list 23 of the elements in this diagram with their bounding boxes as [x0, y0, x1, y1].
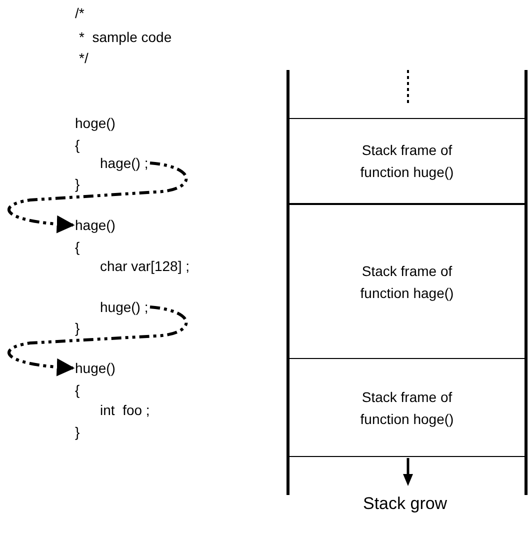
code-line: {: [75, 382, 80, 398]
code-line: hoge(): [75, 115, 116, 131]
call-arrow: [8, 306, 188, 376]
code-line: char var[128] ;: [100, 258, 190, 274]
code-line: int foo ;: [100, 402, 150, 418]
code-line: hage() ;: [100, 155, 148, 171]
code-line: }: [75, 424, 80, 440]
code-line: hage(): [75, 217, 116, 233]
code-line: */: [79, 50, 88, 66]
code-line: * sample code: [79, 29, 172, 45]
axis-caption: Stack grow: [363, 494, 448, 514]
frame-label: Stack frame of function hage(): [359, 262, 455, 303]
code-line: /*: [75, 5, 84, 21]
code-line: }: [75, 176, 80, 192]
code-line: huge() ;: [100, 299, 148, 315]
stack-frame: [288, 118, 526, 204]
frame-label: Stack frame of function hoge(): [359, 388, 455, 429]
code-line: }: [75, 320, 80, 336]
code-line: {: [75, 239, 80, 255]
code-line: huge(): [75, 360, 116, 376]
call-arrow: [8, 162, 188, 233]
frame-label: Stack frame of function huge(): [359, 141, 455, 182]
code-line: {: [75, 137, 80, 153]
